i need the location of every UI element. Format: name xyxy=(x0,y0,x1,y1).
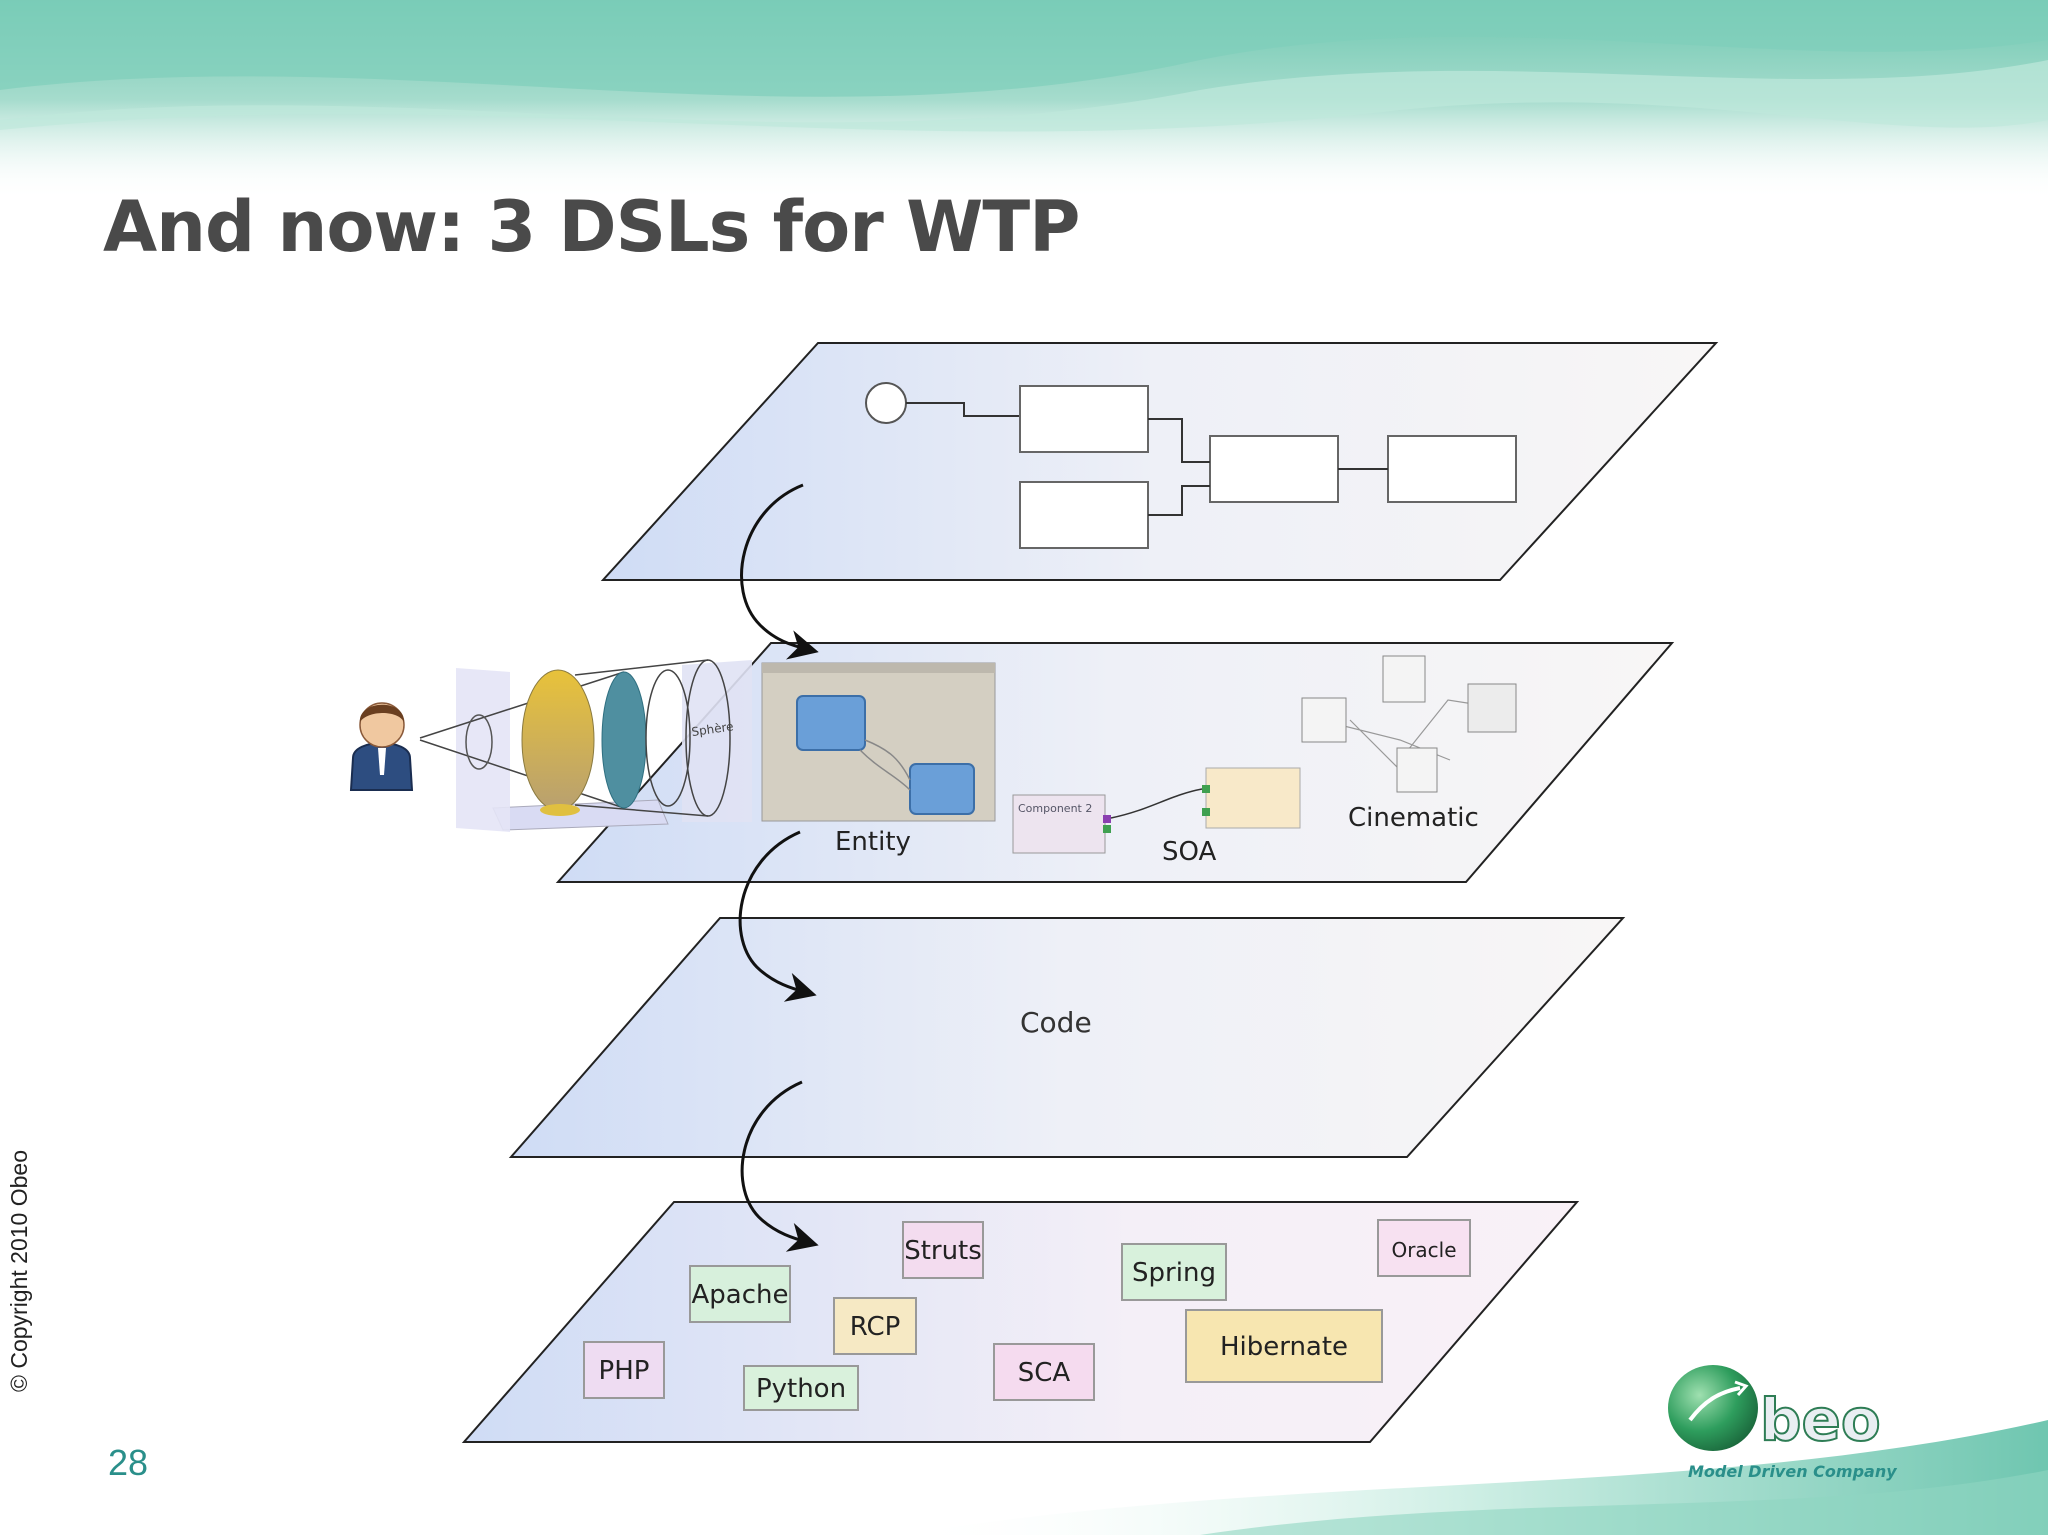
technology-box xyxy=(993,1343,1095,1401)
process-box xyxy=(1019,481,1149,549)
technology-box xyxy=(743,1365,859,1411)
top-decoration xyxy=(0,0,2048,200)
start-node xyxy=(865,382,907,424)
technology-label: Oracle xyxy=(1391,1238,1456,1262)
technology-box xyxy=(902,1221,984,1279)
component-label: Component 2 xyxy=(1018,802,1092,815)
viewpoint-illustration: Sphère xyxy=(419,659,752,832)
technology-box xyxy=(833,1297,917,1355)
technology-label: RCP xyxy=(850,1312,901,1342)
technology-box xyxy=(1121,1243,1227,1301)
domain-plane: Entity Component 2 SOA Cinematic xyxy=(555,642,1675,883)
entity-label: Entity xyxy=(835,827,911,857)
soa-label: SOA xyxy=(1162,837,1217,867)
page-title: And now: 3 DSLs for WTP xyxy=(103,186,1080,268)
soa-diagram-thumbnail: Component 2 xyxy=(1012,767,1301,854)
cinematic-label: Cinematic xyxy=(1348,803,1479,833)
technology-box xyxy=(689,1265,791,1323)
code-label: Code xyxy=(1020,1006,1092,1039)
process-box xyxy=(1019,385,1149,453)
logo-wordmark: beo xyxy=(1760,1386,1881,1454)
technology-box xyxy=(583,1341,665,1399)
copyright-notice: © Copyright 2010 Obeo xyxy=(6,1150,32,1392)
process-box xyxy=(1387,435,1517,503)
flow-arrow xyxy=(738,830,817,1002)
cinematic-diagram-thumbnail xyxy=(1301,655,1517,793)
flow-arrow xyxy=(740,1080,819,1252)
technology-label: Struts xyxy=(904,1236,982,1266)
technology-label: Apache xyxy=(692,1280,789,1310)
technology-box xyxy=(1185,1309,1383,1383)
flow-arrow xyxy=(740,483,819,660)
process-box xyxy=(1209,435,1339,503)
logo-tagline: Model Driven Company xyxy=(1688,1462,1897,1481)
flow-arrows xyxy=(738,483,819,1252)
technology-label: PHP xyxy=(599,1356,650,1386)
technology-label: SCA xyxy=(1018,1358,1071,1388)
technology-label: Spring xyxy=(1132,1258,1216,1288)
process-plane xyxy=(600,342,1719,581)
entity-diagram-thumbnail xyxy=(761,662,996,822)
sphere-label: Sphère xyxy=(691,719,735,739)
technology-label: Python xyxy=(756,1374,846,1404)
technology-box xyxy=(1377,1219,1471,1277)
code-plane: Code xyxy=(508,917,1626,1158)
page-number: 28 xyxy=(108,1442,149,1483)
user-icon xyxy=(349,702,414,791)
technology-label: Hibernate xyxy=(1220,1332,1348,1362)
bottom-decoration xyxy=(900,1420,2048,1535)
obeo-logo: beo Model Driven Company xyxy=(1668,1365,1897,1481)
